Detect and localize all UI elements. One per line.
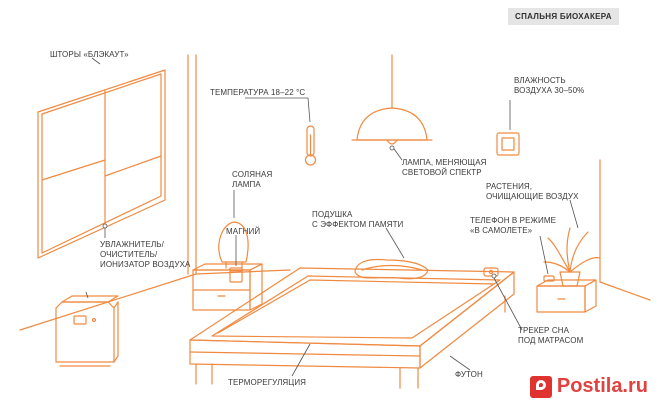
left-nightstand: [192, 263, 263, 311]
futon-label: ФУТОН: [455, 370, 483, 379]
humidifier-label-line2: ОЧИСТИТЕЛЬ/: [100, 250, 158, 259]
lamp-label-line1: ЛАМПА, МЕНЯЮЩАЯ: [402, 158, 487, 167]
humidifier-label: УВЛАЖНИТЕЛЬ/ ОЧИСТИТЕЛЬ/ ИОНИЗАТОР ВОЗДУ…: [100, 240, 190, 270]
humidity-label-line2: ВОЗДУХА 30–50%: [514, 86, 585, 95]
salt-lamp-label: СОЛЯНАЯ ЛАМПА: [232, 170, 272, 190]
mattress: [211, 275, 501, 339]
watermark-logo-icon: [529, 375, 552, 398]
tracker-label: ТРЕКЕР СНА ПОД МАТРАСОМ: [518, 326, 583, 346]
plants-label-line1: РАСТЕНИЯ,: [486, 182, 533, 191]
lamp-label-line2: СВЕТОВОЙ СПЕКТР: [402, 168, 482, 177]
phone-label-line1: ТЕЛЕФОН В РЕЖИМЕ: [470, 216, 557, 225]
humidity-label-line1: ВЛАЖНОСТЬ: [514, 76, 566, 85]
phone: [543, 275, 555, 282]
potted-plant: [543, 227, 601, 287]
salt-lamp-label-line2: ЛАМПА: [232, 180, 261, 189]
pillow-label: ПОДУШКА С ЭФФЕКТОМ ПАМЯТИ: [312, 210, 403, 230]
pillow-label-line2: С ЭФФЕКТОМ ПАМЯТИ: [312, 220, 404, 229]
humidifier: [55, 295, 119, 367]
sleep-tracker: [483, 267, 499, 277]
salt-lamp: [218, 221, 249, 269]
magnesium-jar: [229, 267, 243, 283]
futon-bed: [189, 267, 515, 389]
right-nightstand: [536, 279, 597, 313]
tracker-label-line2: ПОД МАТРАСОМ: [518, 336, 584, 345]
watermark: Postila.ru: [529, 375, 648, 398]
thermoregulation-label: ТЕРМОРЕГУЛЯЦИЯ: [228, 378, 307, 387]
magnet-label: МАГНИЙ: [226, 227, 261, 236]
curtains-label: ШТОРЫ «БЛЭКАУТ»: [50, 50, 129, 59]
phone-label-line2: «В САМОЛЕТЕ»: [470, 226, 533, 235]
phone-label: ТЕЛЕФОН В РЕЖИМЕ «В САМОЛЕТЕ»: [470, 216, 556, 236]
watermark-text: Postila.ru: [556, 375, 648, 397]
pendant-lamp: [351, 54, 433, 145]
thermometer: [304, 125, 317, 166]
memory-pillow: [354, 258, 429, 280]
tracker-label-line1: ТРЕКЕР СНА: [518, 326, 570, 335]
humidity-label: ВЛАЖНОСТЬ ВОЗДУХА 30–50%: [514, 76, 584, 96]
title-badge: СПАЛЬНЯ БИОХАКЕРА: [508, 8, 619, 25]
temperature-label: ТЕМПЕРАТУРА 18–22 °С: [210, 88, 306, 97]
blackout-curtains-window: [37, 69, 166, 259]
salt-lamp-label-line1: СОЛЯНАЯ: [232, 170, 273, 179]
plants-label: РАСТЕНИЯ, ОЧИЩАЮЩИЕ ВОЗДУХ: [486, 182, 579, 202]
plants-label-line2: ОЧИЩАЮЩИЕ ВОЗДУХ: [486, 192, 579, 201]
hygrometer: [496, 132, 520, 156]
pillow-label-line1: ПОДУШКА: [312, 210, 353, 219]
humidifier-label-line3: ИОНИЗАТОР ВОЗДУХА: [100, 260, 191, 269]
humidifier-label-line1: УВЛАЖНИТЕЛЬ/: [100, 240, 164, 249]
room-walls: [19, 54, 651, 331]
lamp-label: ЛАМПА, МЕНЯЮЩАЯ СВЕТОВОЙ СПЕКТР: [402, 158, 487, 178]
